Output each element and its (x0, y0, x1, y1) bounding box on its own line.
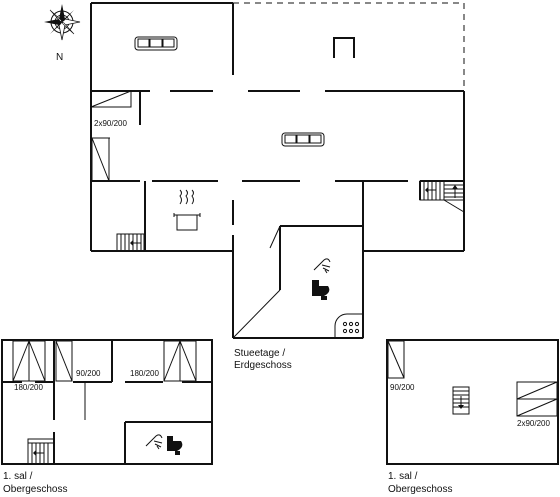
bed-label-2: 90/200 (76, 369, 101, 378)
ground-floor-caption-line2: Erdgeschoss (234, 360, 292, 371)
shower-icon (145, 434, 163, 450)
toilet-icon (167, 436, 183, 455)
bed-icon (387, 340, 405, 379)
fireplace-icon (333, 37, 355, 58)
north-label: N (56, 52, 63, 63)
ground-floor-caption-line1: Stueetage / (234, 348, 285, 359)
compass-icon (44, 4, 81, 41)
sofa-icon (134, 36, 178, 51)
upper-floor-right-caption-line1: 1. sal / (388, 471, 418, 482)
bed-label-2: 2x90/200 (517, 419, 550, 428)
stairs-icon (452, 386, 470, 415)
upper-floor-left-caption-line2: Obergeschoss (3, 484, 67, 495)
upper-floor-right-caption-line2: Obergeschoss (388, 484, 452, 495)
upper-floor-right-plan: 90/200 2x90/200 1. sal / Obergeschoss (386, 339, 559, 495)
cooking-pot-icon (173, 189, 201, 231)
bed-label: 2x90/200 (94, 119, 127, 128)
bed-icon (55, 340, 73, 382)
ground-floor-plan: 2x90/200 (90, 2, 465, 371)
bed-icon (90, 90, 132, 182)
stairs-icon (419, 180, 465, 213)
toilet-icon (312, 280, 330, 300)
bed-icon (12, 340, 46, 382)
upper-floor-left-plan: 180/200 90/200 180/200 1. sa (1, 339, 213, 495)
sofa-icon (281, 132, 325, 147)
stairs-icon (116, 233, 145, 252)
stairs-icon (27, 438, 55, 465)
bed-icon (163, 340, 197, 382)
shower-icon (313, 258, 331, 274)
upper-floor-left-caption-line1: 1. sal / (3, 471, 33, 482)
bed-label-3: 180/200 (130, 369, 159, 378)
bed-label-1: 180/200 (14, 383, 43, 392)
stove-hob-icon (334, 313, 364, 339)
bed-label-1: 90/200 (390, 383, 415, 392)
bed-icon (516, 381, 558, 417)
